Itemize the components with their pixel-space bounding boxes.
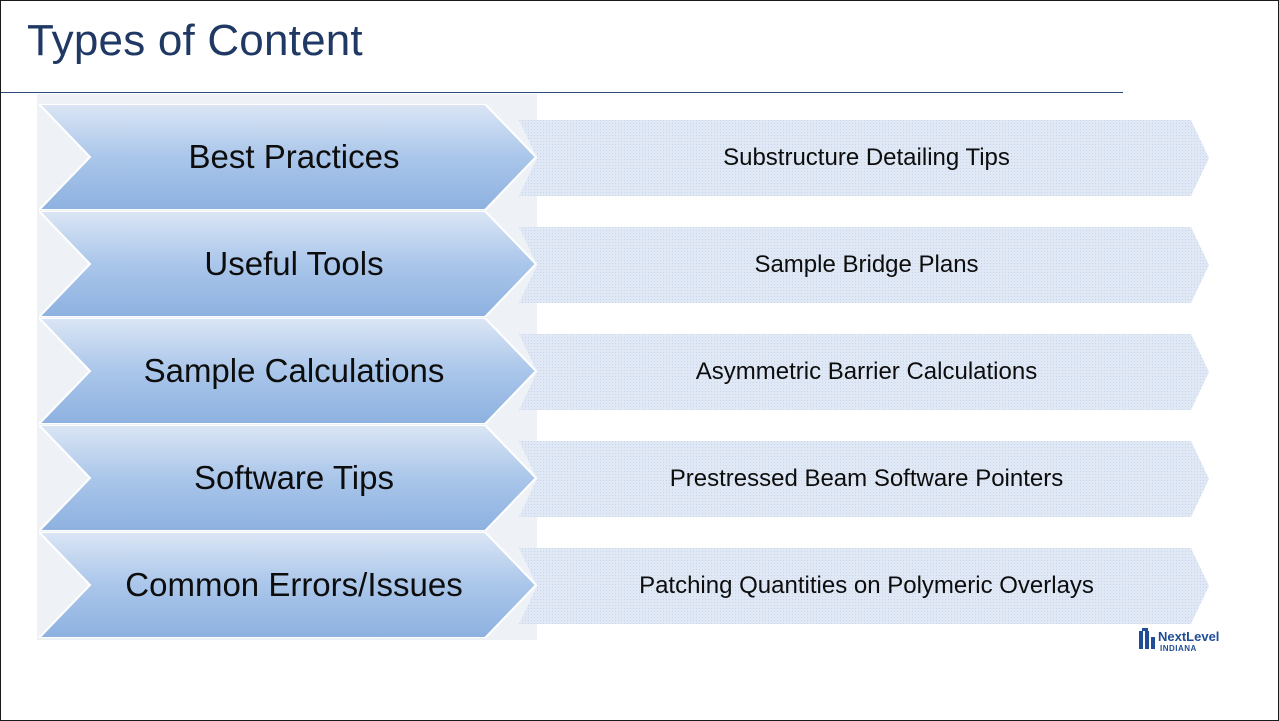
- category-label: Useful Tools: [204, 245, 384, 282]
- category-chevron: Software Tips: [39, 425, 539, 531]
- example-label: Substructure Detailing Tips: [723, 144, 1010, 171]
- example-bar: Substructure Detailing Tips: [519, 120, 1209, 196]
- slide-title: Types of Content: [27, 16, 363, 65]
- example-bar-shape: [519, 441, 1209, 517]
- list-item: Sample Bridge Plans Useful Tools: [1, 211, 1278, 317]
- example-bar-shape: [519, 548, 1209, 624]
- title-underline: [1, 92, 1123, 93]
- example-bar: Asymmetric Barrier Calculations: [519, 334, 1209, 410]
- logo-icon: NextLevel INDIANA: [1139, 628, 1219, 653]
- category-label: Best Practices: [188, 138, 400, 175]
- example-bar-shape: [519, 227, 1209, 303]
- example-label: Prestressed Beam Software Pointers: [669, 465, 1064, 492]
- example-label: Sample Bridge Plans: [754, 251, 979, 278]
- category-label: Sample Calculations: [143, 352, 445, 389]
- nextlevel-indiana-logo: NextLevel INDIANA: [1138, 627, 1244, 653]
- example-bar: Sample Bridge Plans: [519, 227, 1209, 303]
- category-label: Software Tips: [194, 459, 394, 496]
- chevron-shape: [39, 532, 538, 638]
- example-label: Patching Quantities on Polymeric Overlay…: [639, 572, 1094, 599]
- chevron-shape: [39, 211, 538, 317]
- example-bar: Prestressed Beam Software Pointers: [519, 441, 1209, 517]
- chevron-shape: [39, 425, 538, 531]
- chevron-shape: [39, 104, 538, 210]
- logo-subtext: INDIANA: [1160, 644, 1197, 653]
- category-label: Common Errors/Issues: [125, 566, 463, 603]
- list-item: Prestressed Beam Software Pointers Softw…: [1, 425, 1278, 531]
- list-item: Asymmetric Barrier Calculations Sample C…: [1, 318, 1278, 424]
- category-chevron: Useful Tools: [39, 211, 539, 317]
- category-chevron: Common Errors/Issues: [39, 532, 539, 638]
- chevron-shape: [39, 318, 538, 424]
- list-item: Substructure Detailing Tips Best Practic…: [1, 104, 1278, 210]
- example-bar-shape: [519, 120, 1209, 196]
- example-bar-shape: [519, 334, 1209, 410]
- list-item: Patching Quantities on Polymeric Overlay…: [1, 532, 1278, 638]
- category-chevron: Best Practices: [39, 104, 539, 210]
- category-chevron: Sample Calculations: [39, 318, 539, 424]
- example-bar: Patching Quantities on Polymeric Overlay…: [519, 548, 1209, 624]
- logo-text: NextLevel: [1158, 629, 1219, 644]
- example-label: Asymmetric Barrier Calculations: [695, 358, 1038, 385]
